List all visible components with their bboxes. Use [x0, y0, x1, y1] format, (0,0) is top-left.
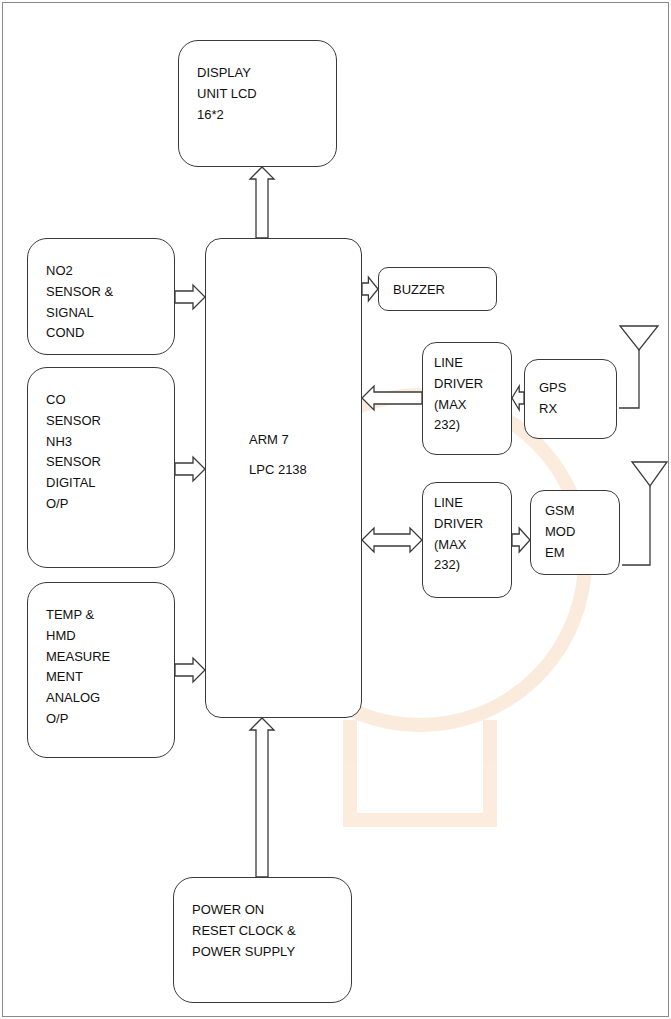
block-arrow: [175, 658, 205, 682]
gsm-box: GSM MOD EM: [530, 490, 620, 575]
box-label: POWER ON RESET CLOCK & POWER SUPPLY: [192, 900, 304, 962]
block-arrow: [512, 528, 530, 552]
line-driver-box: LINE DRIVER (MAX 232): [422, 482, 512, 598]
block-arrow: [175, 285, 205, 309]
box-label: CO SENSOR NH3 SENSOR DIGITAL O/P: [46, 390, 106, 515]
box-label: ARM 7 LPC 2138: [249, 425, 311, 485]
block-arrow: [362, 277, 378, 301]
line-driver-box: LINE DRIVER (MAX 232): [422, 342, 512, 455]
sensor-box: TEMP & HMD MEASURE MENT ANALOG O/P: [27, 582, 175, 758]
block-arrow: [250, 718, 274, 877]
block-arrow: [362, 386, 422, 410]
box-label: NO2 SENSOR & SIGNAL COND: [46, 261, 118, 344]
sensor-box: CO SENSOR NH3 SENSOR DIGITAL O/P: [27, 367, 175, 568]
box-label: GSM MOD EM: [545, 501, 585, 563]
box-label: BUZZER: [393, 280, 445, 301]
box-label: LINE DRIVER (MAX 232): [434, 493, 486, 576]
power-box: POWER ON RESET CLOCK & POWER SUPPLY: [173, 877, 352, 1003]
block-arrow: [512, 386, 524, 410]
buzzer-box: BUZZER: [378, 267, 497, 311]
block-arrow: [175, 457, 205, 481]
box-label: LINE DRIVER (MAX 232): [434, 353, 486, 436]
gsm-antenna: [622, 462, 667, 565]
page-frame: [3, 3, 669, 1017]
box-label: DISPLAY UNIT LCD 16*2: [197, 63, 259, 125]
gps-box: GPS RX: [524, 359, 617, 439]
sensor-box: NO2 SENSOR & SIGNAL COND: [27, 238, 175, 355]
display-box: DISPLAY UNIT LCD 16*2: [178, 40, 337, 167]
box-label: GPS RX: [539, 378, 579, 420]
gps-antenna: [619, 326, 658, 408]
controller-box: ARM 7 LPC 2138: [205, 238, 362, 718]
block-arrow: [362, 528, 422, 552]
box-label: TEMP & HMD MEASURE MENT ANALOG O/P: [46, 605, 114, 730]
block-arrow: [250, 167, 274, 238]
